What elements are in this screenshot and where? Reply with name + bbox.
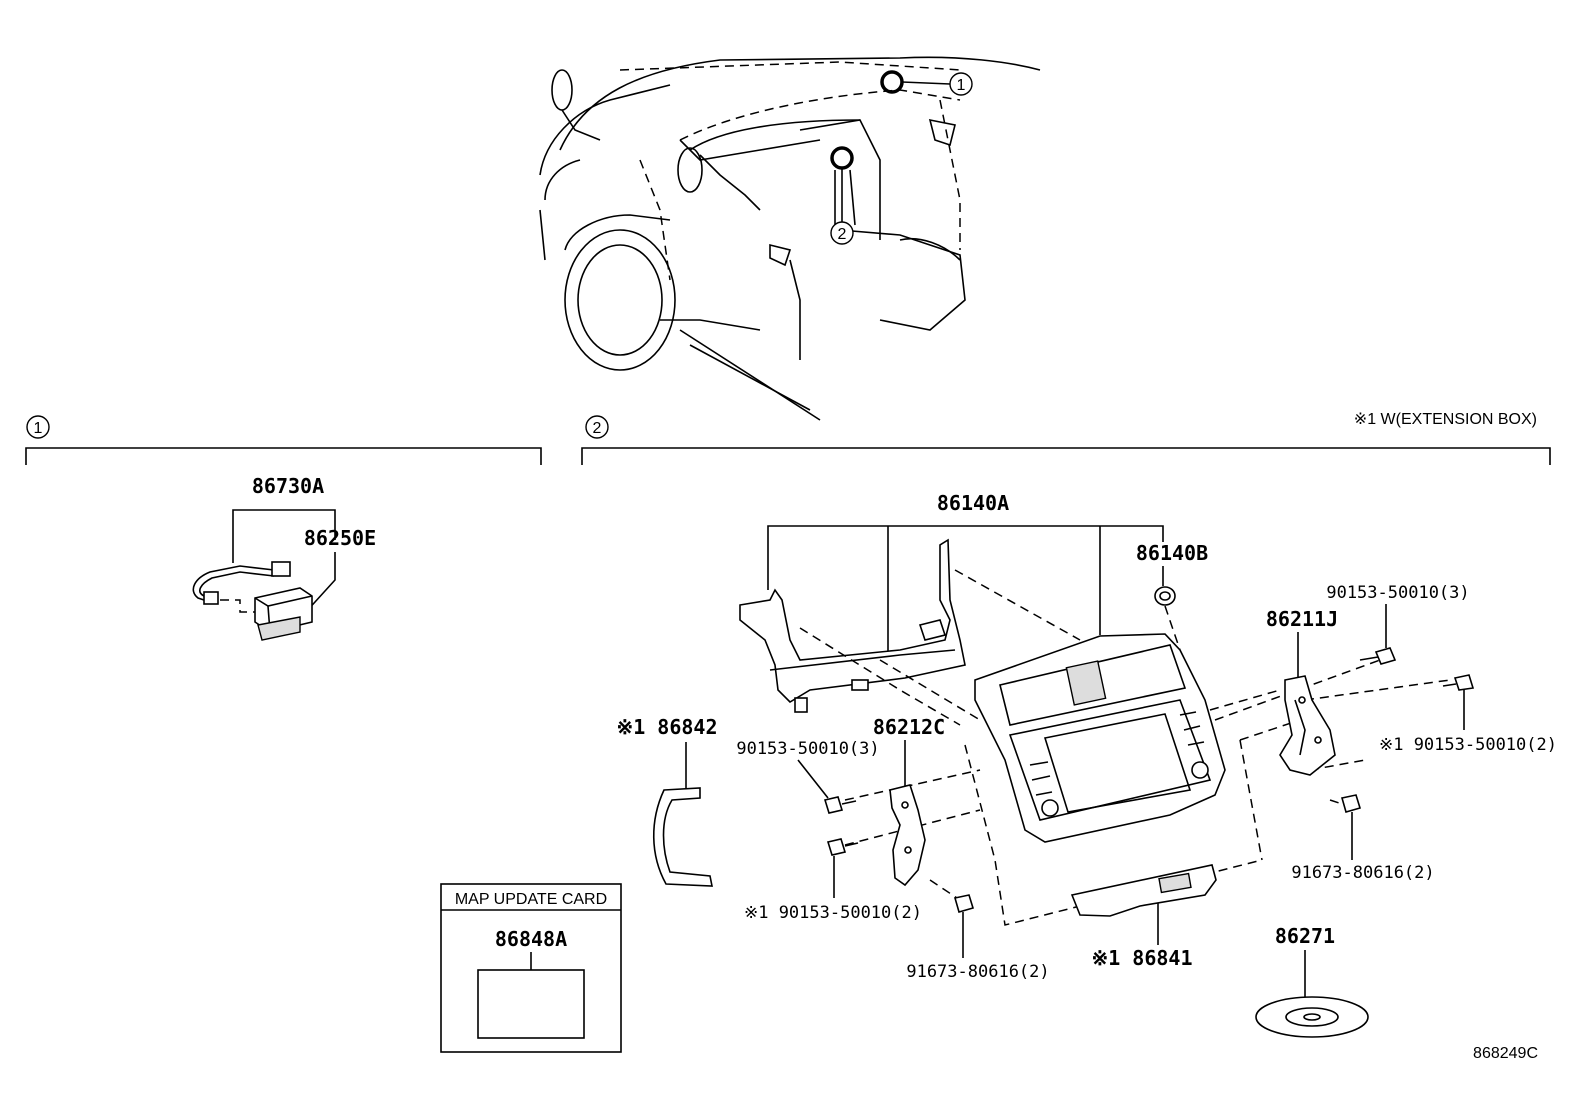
extension-box-note: ※1 W(EXTENSION BOX) — [1354, 411, 1537, 428]
svg-text:2: 2 — [593, 420, 602, 437]
location-marker-1 — [880, 70, 904, 94]
part-86211J: 86211J — [1266, 607, 1338, 631]
map-update-card-icon — [477, 969, 585, 1039]
part-86250E: 86250E — [304, 526, 376, 550]
svg-text:1: 1 — [957, 77, 966, 94]
svg-text:1: 1 — [34, 420, 43, 437]
part-x1-86842: ※1 86842 — [616, 715, 717, 739]
section-1-parts: 86730A 86250E — [192, 474, 376, 641]
section-2-header: 2 — [581, 415, 1551, 465]
part-x1-86841: ※1 86841 — [1091, 946, 1192, 970]
part-x1-90153-50010-2-right: ※1 90153-50010(2) — [1379, 735, 1557, 755]
part-86212C: 86212C — [873, 715, 945, 739]
part-86140B: 86140B — [1136, 541, 1208, 565]
part-86730A: 86730A — [252, 474, 324, 498]
part-86848A: 86848A — [495, 927, 567, 951]
display-head-unit — [974, 633, 1226, 843]
svg-text:2: 2 — [838, 226, 847, 243]
part-86271: 86271 — [1275, 924, 1335, 948]
location-marker-2 — [830, 146, 854, 170]
section-1-header: 1 — [25, 415, 542, 465]
vehicle-interior-illustration — [539, 56, 1041, 421]
diagram-code: 868249C — [1473, 1045, 1538, 1062]
part-90153-50010-3-left: 90153-50010(3) — [736, 739, 879, 759]
map-update-card-box: MAP UPDATE CARD 86848A — [440, 883, 622, 1053]
part-x1-90153-50010-2-left: ※1 90153-50010(2) — [744, 903, 922, 923]
part-90153-50010-3-right: 90153-50010(3) — [1326, 583, 1469, 603]
part-91673-80616-2-right: 91673-80616(2) — [1291, 863, 1434, 883]
callout-1: 1 — [949, 72, 973, 96]
part-91673-80616-2-left: 91673-80616(2) — [906, 962, 1049, 982]
part-86140A: 86140A — [937, 491, 1009, 515]
map-update-card-title: MAP UPDATE CARD — [455, 891, 607, 908]
callout-2: 2 — [830, 221, 854, 245]
section-2-parts: 86140A 86140B — [616, 491, 1557, 1038]
